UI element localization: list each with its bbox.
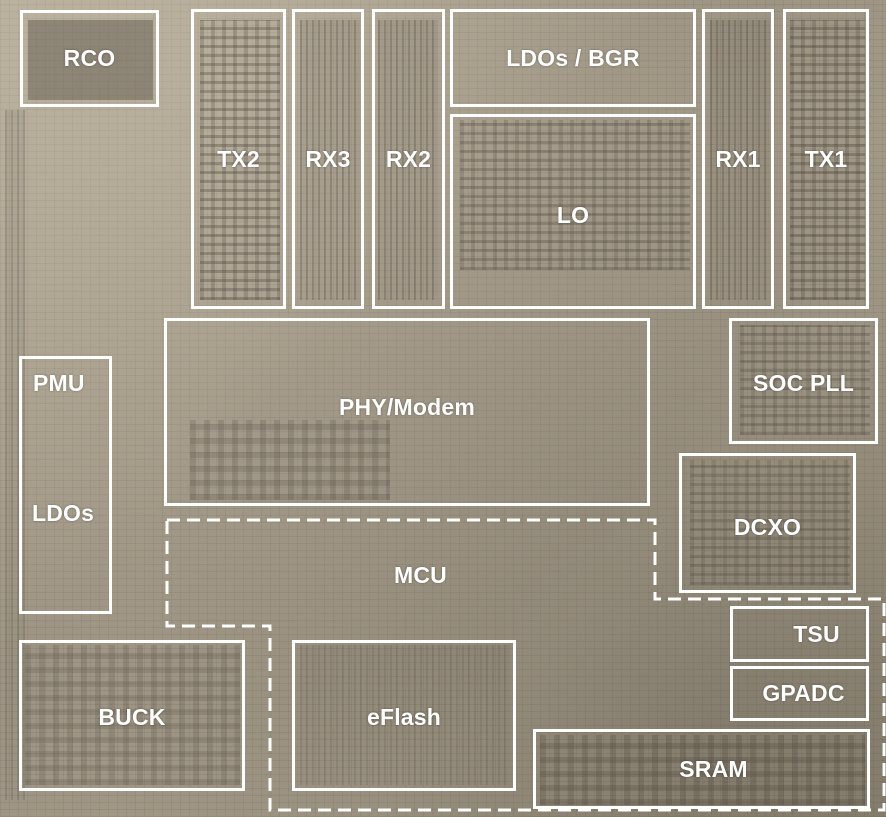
gpadc-block: GPADC [730,666,869,721]
rco-label: RCO [63,45,116,71]
rx3-block: RX3 [292,9,364,309]
gpadc-label: GPADC [762,680,845,706]
dcxo-block: DCXO [679,453,856,593]
buck-block: BUCK [19,640,245,791]
tx1-block: TX1 [783,9,869,309]
ldos-label: LDOs [32,500,95,526]
eflash-label: eFlash [366,704,442,730]
rx1-label: RX1 [715,145,761,172]
pmu-ldos-block [19,356,112,614]
phy-modem-block: PHY/Modem [164,318,650,506]
rx2-block: RX2 [372,9,445,309]
soc-pll-block: SOC PLL [729,318,878,444]
pmu-label: PMU [33,370,85,396]
tx2-block: TX2 [191,9,286,309]
buck-label: BUCK [98,704,166,730]
rx2-label: RX2 [385,145,432,172]
mcu-label: MCU [394,562,447,588]
tx2-label: TX2 [217,145,260,172]
lo-block: LO [450,114,696,309]
tsu-label: TSU [793,620,840,647]
tsu-block: TSU [730,606,869,662]
eflash-block: eFlash [292,640,516,791]
ldos-bgr-block: LDOs / BGR [450,9,696,107]
rx1-block: RX1 [702,9,774,309]
soc-pll-label: SOC PLL [752,369,855,396]
rx3-label: RX3 [305,145,351,172]
dcxo-label: DCXO [733,513,802,540]
rco-block: RCO [20,10,159,107]
lo-label: LO [556,202,590,228]
phy-modem-label: PHY/Modem [339,393,475,420]
sram-block: SRAM [533,729,870,809]
ldos-bgr-label: LDOs / BGR [506,44,640,71]
tx1-label: TX1 [804,145,848,172]
sram-label: SRAM [679,755,748,782]
